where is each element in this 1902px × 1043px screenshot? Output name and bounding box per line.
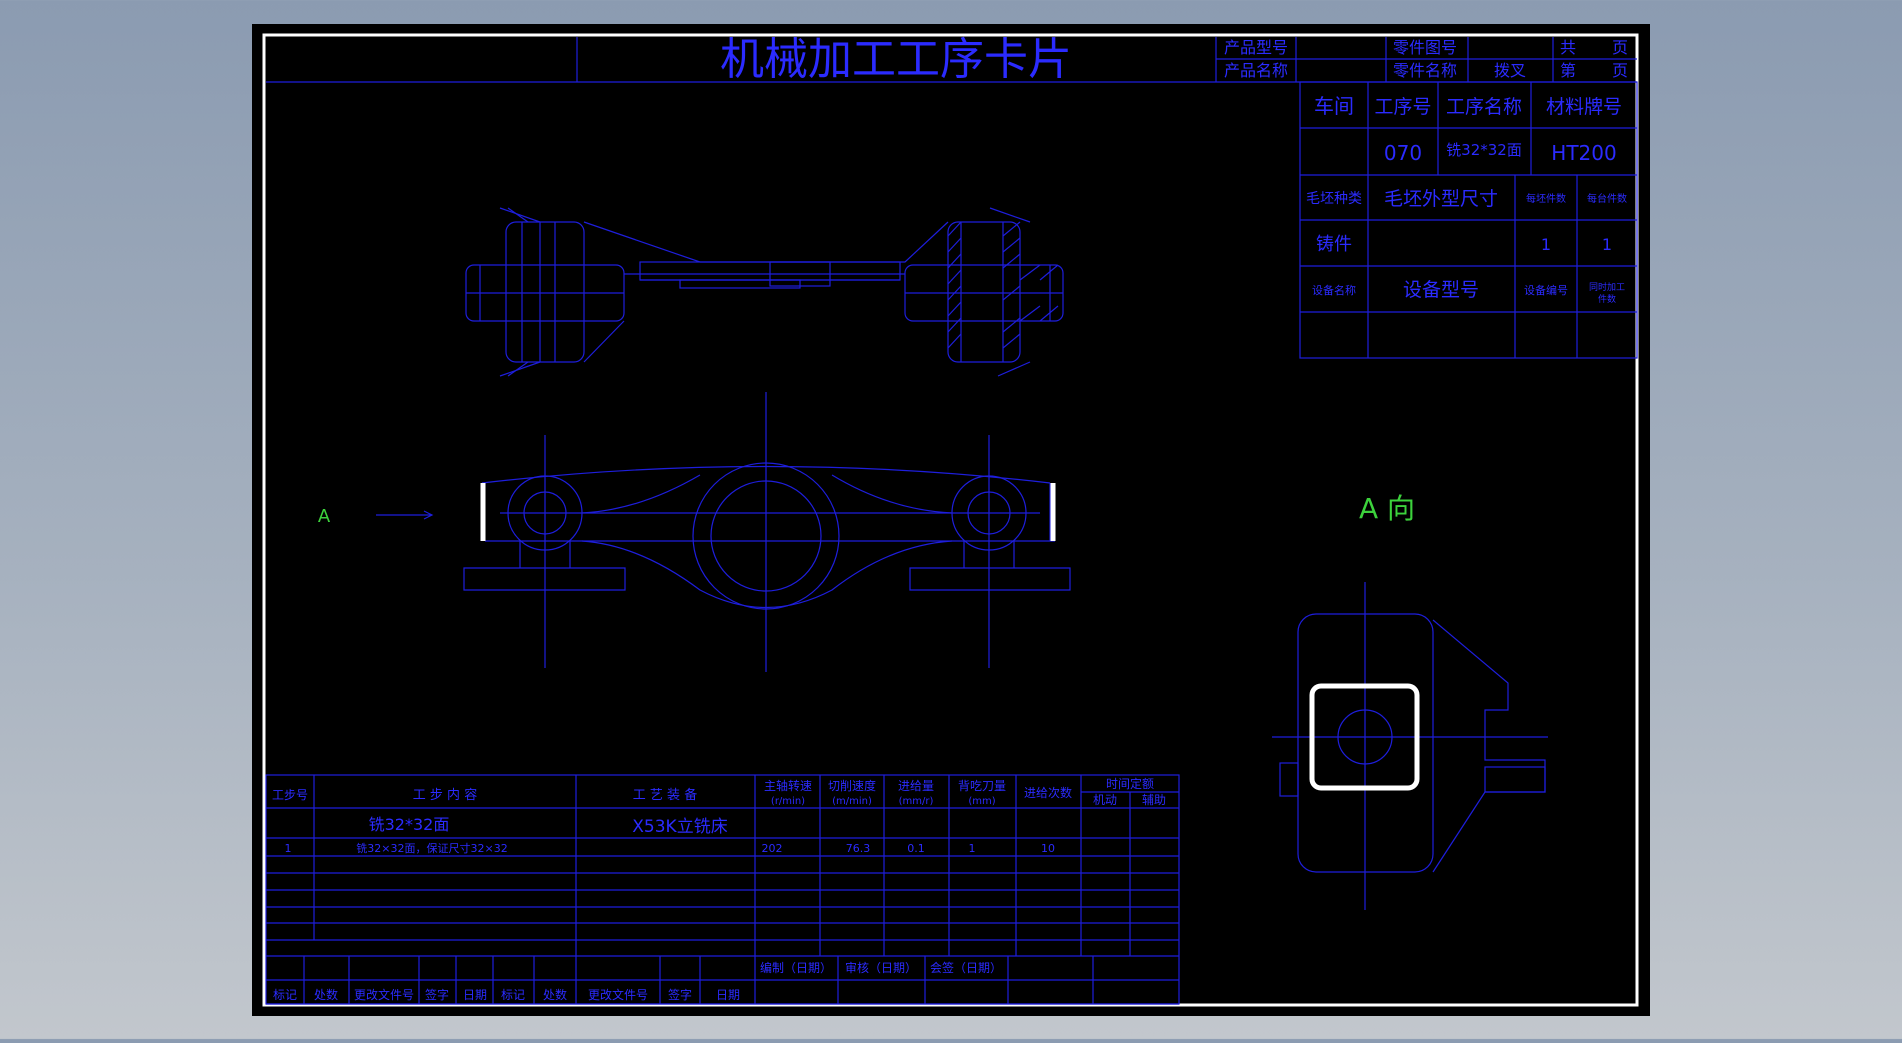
machined-face-highlight bbox=[1309, 683, 1420, 791]
equipment-label: 工 艺 装 备 bbox=[633, 787, 697, 803]
step-row-passes: 10 bbox=[1041, 842, 1055, 855]
blank-size-label: 毛坯外型尺寸 bbox=[1384, 188, 1498, 210]
linework bbox=[265, 37, 1638, 1005]
feed-unit: (mm/r) bbox=[899, 796, 934, 807]
op-no-label: 工序号 bbox=[1374, 96, 1431, 118]
rev-count-2: 处数 bbox=[543, 987, 567, 1002]
product-name-label: 产品名称 bbox=[1224, 61, 1288, 80]
product-model-label: 产品型号 bbox=[1224, 38, 1288, 57]
parts-per: 1 bbox=[1602, 235, 1612, 254]
material: HT200 bbox=[1551, 141, 1616, 165]
rev-count-1: 处数 bbox=[314, 987, 338, 1002]
front-view bbox=[376, 392, 1071, 672]
parts-per-label: 每台件数 bbox=[1587, 192, 1627, 205]
workshop-label: 车间 bbox=[1314, 94, 1354, 118]
blanks-per-label: 每坯件数 bbox=[1526, 192, 1566, 205]
blanks-per: 1 bbox=[1541, 235, 1551, 254]
equip-no-label: 设备编号 bbox=[1524, 283, 1568, 297]
simul-label-2: 件数 bbox=[1598, 293, 1616, 305]
direction-marker: A bbox=[318, 506, 331, 527]
review-sign: 审核（日期） bbox=[845, 960, 917, 975]
depth-unit: (mm) bbox=[968, 796, 995, 807]
simul-label-1: 同时加工 bbox=[1589, 281, 1625, 293]
a-direction-view bbox=[1272, 582, 1548, 910]
step-row-content: 铣32×32面，保证尺寸32×32 bbox=[356, 841, 507, 855]
depth-label: 背吃刀量 bbox=[958, 779, 1006, 793]
sheet-background bbox=[252, 24, 1650, 1016]
material-label: 材料牌号 bbox=[1546, 96, 1622, 118]
op-name: 铣32*32面 bbox=[1446, 141, 1522, 159]
time-label: 时间定额 bbox=[1106, 776, 1154, 791]
op-summary: 铣32*32面 bbox=[369, 815, 450, 834]
total-pages-unit: 页 bbox=[1612, 38, 1628, 57]
rev-sign-1: 签字 bbox=[425, 987, 449, 1002]
step-row-feed: 0.1 bbox=[907, 842, 925, 855]
step-row-speed: 202 bbox=[762, 842, 783, 855]
part-name: 拨叉 bbox=[1494, 61, 1526, 80]
op-no: 070 bbox=[1384, 141, 1422, 165]
cut-speed-unit: (m/min) bbox=[832, 796, 872, 807]
rev-sign-2: 签字 bbox=[668, 987, 692, 1002]
cut-speed-label: 切削速度 bbox=[828, 778, 876, 793]
rev-mark-2: 标记 bbox=[501, 988, 525, 1002]
op-name-label: 工序名称 bbox=[1446, 96, 1522, 118]
machined-surface-marks bbox=[480, 483, 1420, 791]
blank-type-label: 毛坯种类 bbox=[1306, 191, 1362, 207]
aux-time-label: 辅助 bbox=[1142, 793, 1166, 807]
step-no-label: 工步号 bbox=[272, 788, 308, 802]
step-row-depth: 1 bbox=[969, 842, 976, 855]
equip-name-label: 设备名称 bbox=[1312, 283, 1356, 297]
feed-label: 进给量 bbox=[898, 779, 934, 793]
machine-time-label: 机动 bbox=[1093, 793, 1117, 807]
view-title: A 向 bbox=[1359, 492, 1415, 525]
total-pages-label: 共 bbox=[1560, 38, 1576, 57]
sheet-no-unit: 页 bbox=[1612, 61, 1628, 80]
spindle-speed-unit: (r/min) bbox=[771, 796, 805, 807]
sheet-outer-frame bbox=[262, 33, 1639, 1007]
blank-type: 铸件 bbox=[1316, 234, 1352, 255]
rev-mark-1: 标记 bbox=[273, 988, 297, 1002]
rev-doc-1: 更改文件号 bbox=[354, 987, 414, 1002]
approve-sign: 会签（日期） bbox=[930, 960, 1002, 975]
equip-model-label: 设备型号 bbox=[1403, 279, 1479, 301]
card-title: 机械加工工序卡片 bbox=[720, 34, 1072, 85]
step-row-no: 1 bbox=[285, 842, 292, 855]
part-drawing-no-label: 零件图号 bbox=[1393, 38, 1457, 57]
rev-date-2: 日期 bbox=[716, 988, 740, 1002]
top-view bbox=[465, 207, 1064, 377]
rev-doc-2: 更改文件号 bbox=[588, 987, 648, 1002]
passes-label: 进给次数 bbox=[1024, 785, 1072, 800]
rev-date-1: 日期 bbox=[463, 988, 487, 1002]
step-row-cut-speed: 76.3 bbox=[846, 842, 871, 855]
step-content-label: 工 步 内 容 bbox=[413, 787, 477, 803]
machine-tool: X53K立铣床 bbox=[632, 817, 727, 837]
part-name-label: 零件名称 bbox=[1393, 61, 1457, 80]
spindle-speed-label: 主轴转速 bbox=[764, 778, 812, 793]
design-sign: 编制（日期） bbox=[760, 960, 832, 975]
sheet-no-label: 第 bbox=[1560, 61, 1576, 80]
